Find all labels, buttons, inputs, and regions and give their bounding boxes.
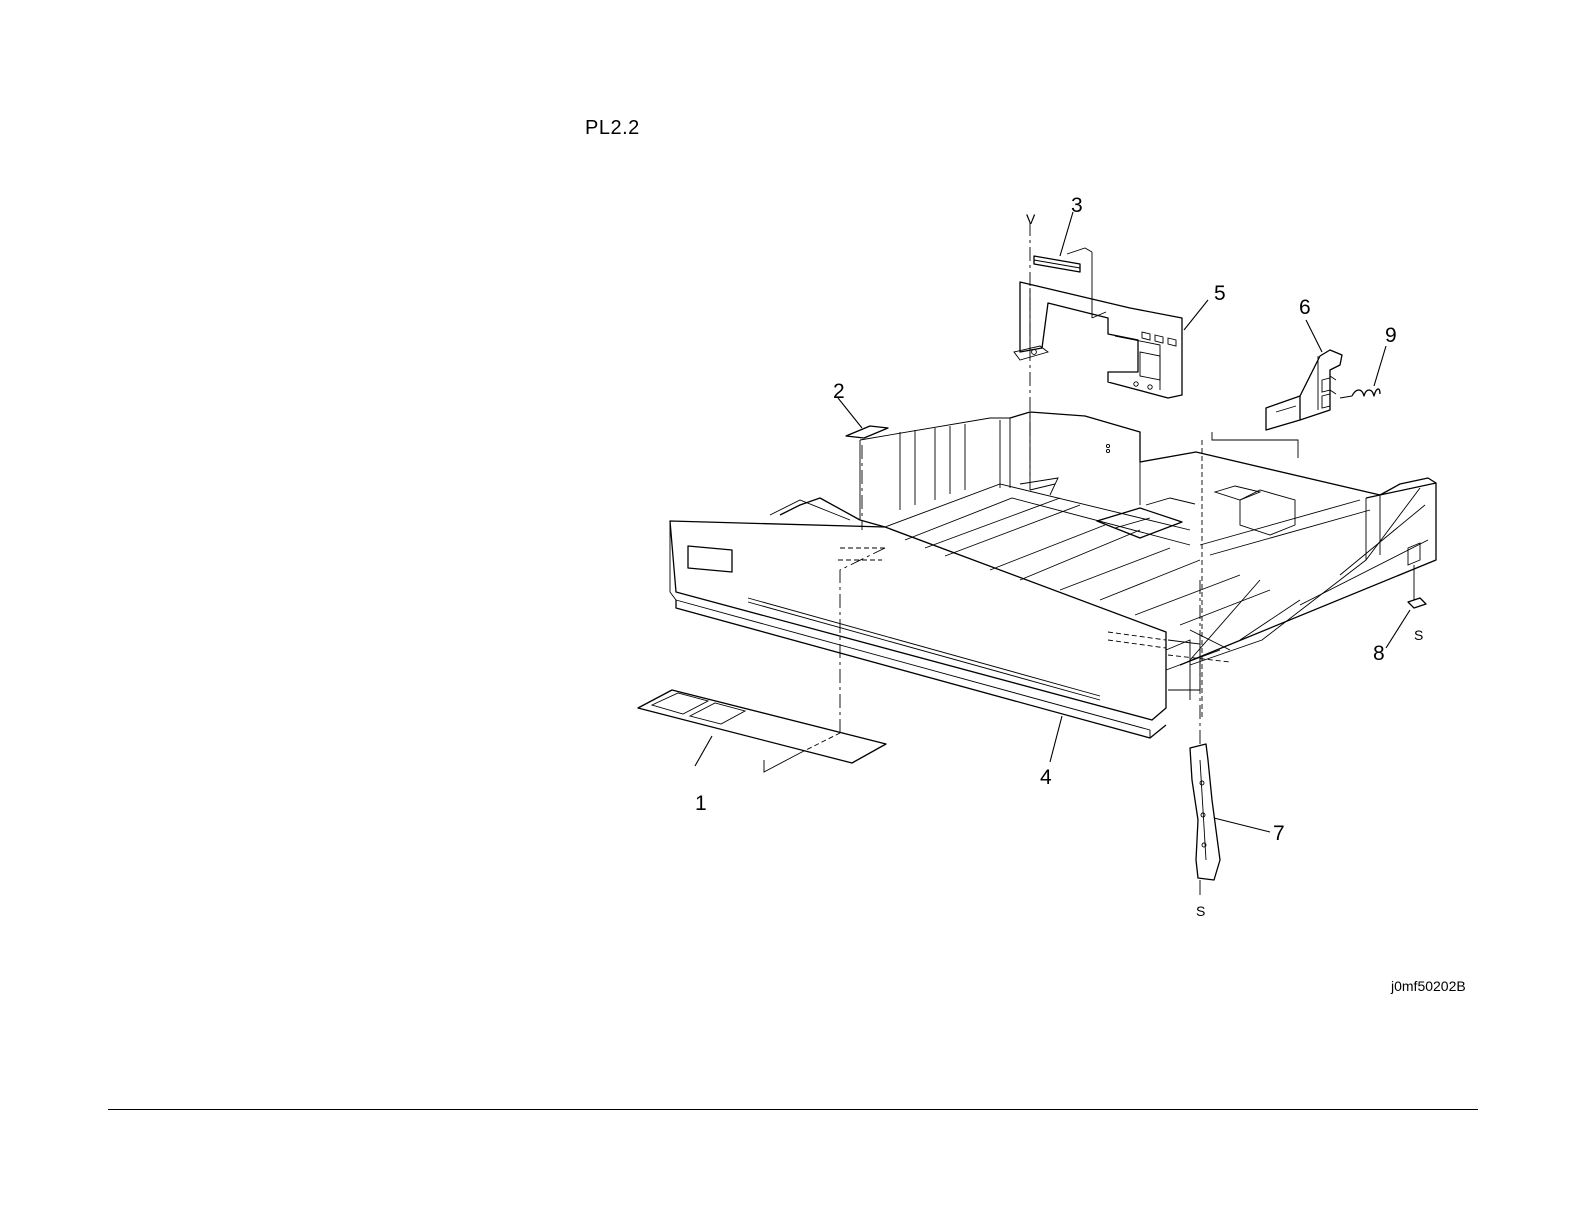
callout-3: 3 [1071, 194, 1083, 217]
marker-v: V [1026, 211, 1036, 227]
callout-9: 9 [1385, 324, 1397, 347]
hidden-line [1168, 655, 1230, 662]
callout-1: 1 [695, 792, 707, 815]
marker-s-bottom: S [1196, 903, 1205, 919]
callout-8: 8 [1373, 642, 1385, 665]
callout-6: 6 [1299, 296, 1311, 319]
paper-tray-assembly [670, 412, 1436, 738]
callout-2: 2 [833, 380, 845, 403]
part-2-small-label [838, 398, 888, 530]
callout-4: 4 [1040, 766, 1052, 789]
marker-s-right: S [1414, 627, 1423, 643]
part-6-guide [1202, 320, 1342, 720]
hidden-line [1108, 632, 1166, 640]
part-4-leader [1050, 716, 1062, 762]
callout-7: 7 [1273, 822, 1285, 845]
part-5-bracket [1014, 222, 1208, 476]
figure-code: j0mf50202B [1391, 978, 1466, 994]
callout-5: 5 [1214, 282, 1226, 305]
hidden-line [1108, 640, 1166, 648]
part-9-spring [1340, 346, 1386, 398]
footer-divider [108, 1109, 1478, 1110]
part-3-label [1034, 212, 1106, 318]
